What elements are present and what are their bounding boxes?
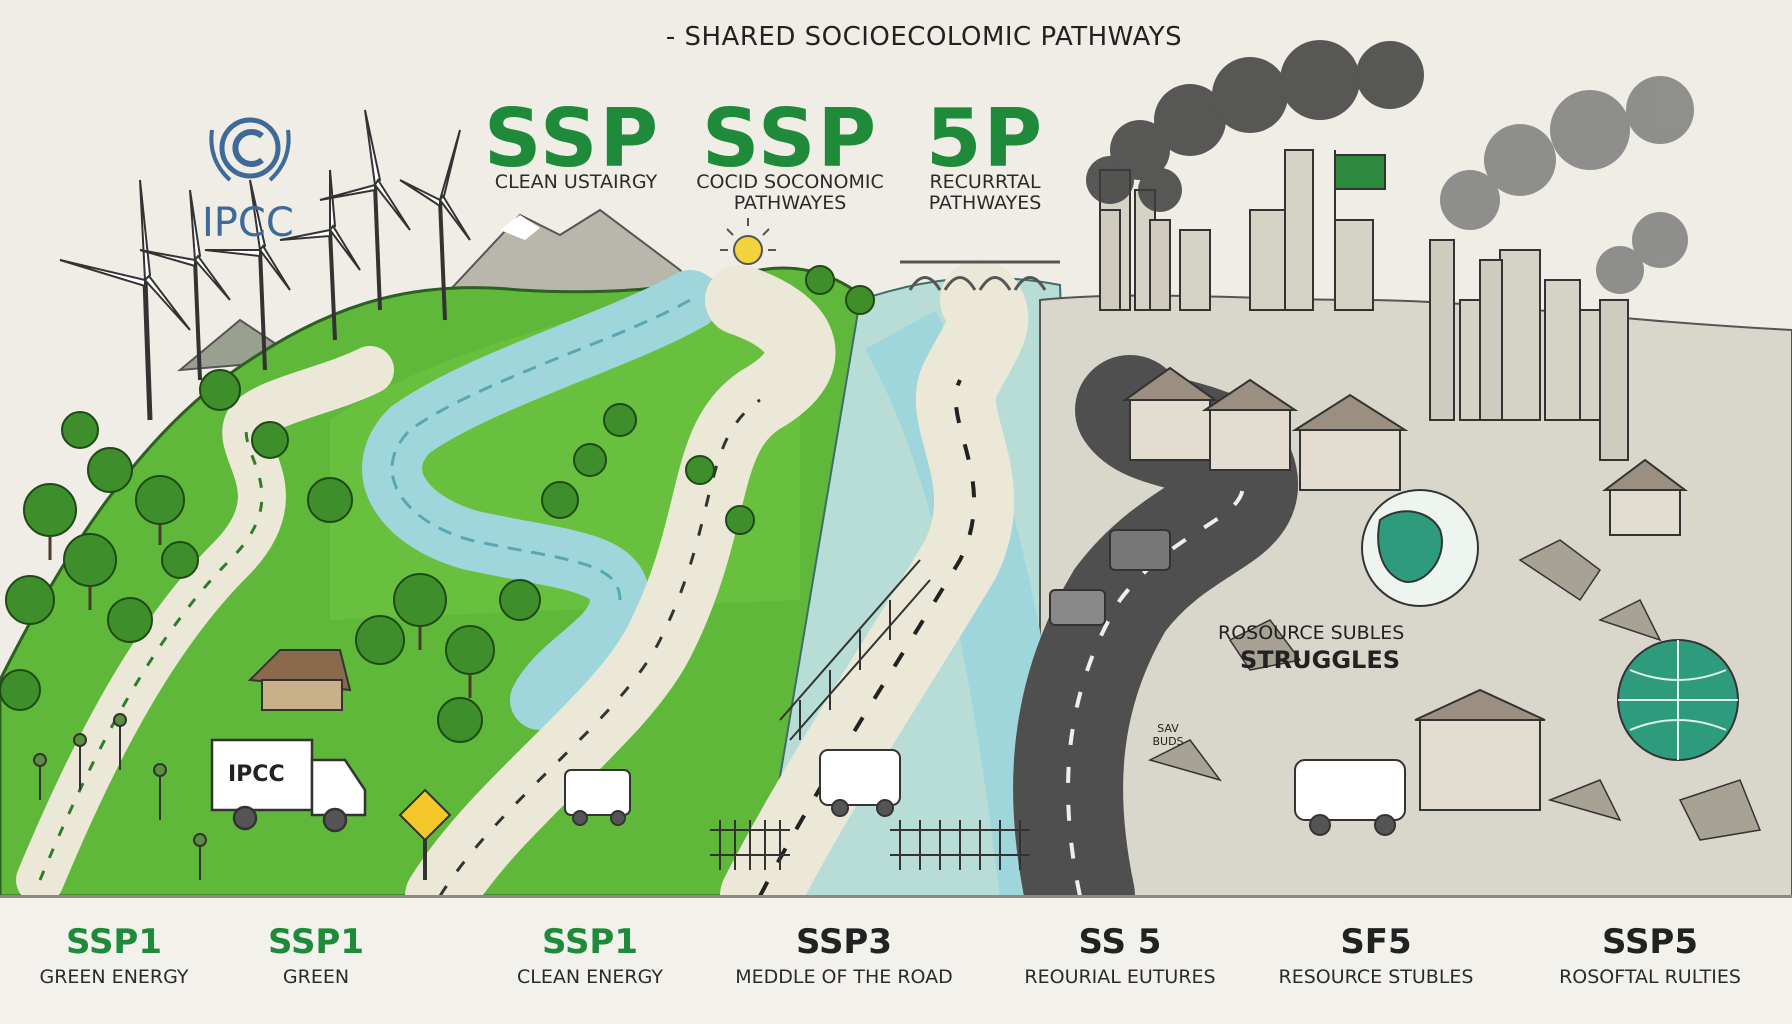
headline-3-subtitle: RECURRTAL PATHWAYES bbox=[928, 171, 1042, 214]
sun-icon bbox=[720, 218, 776, 265]
pathway-description: REOURIAL EUTURES bbox=[1024, 966, 1216, 988]
hut bbox=[247, 649, 352, 711]
resource-label-line1: ROSOURCE SUBLES bbox=[1218, 622, 1405, 644]
rubble bbox=[1147, 539, 1762, 841]
smoke-plumes bbox=[1086, 40, 1424, 212]
pathway-code: SSP1 bbox=[267, 922, 365, 962]
pathway-code: SSP1 bbox=[65, 922, 163, 962]
resource-label-line2: STRUGGLES bbox=[1240, 646, 1400, 674]
un-wreath-emblem-icon bbox=[209, 117, 291, 182]
pathway-code: SSP5 bbox=[1601, 922, 1699, 962]
truck-label: IPCC bbox=[228, 762, 285, 787]
pathway-description: GREEN bbox=[282, 966, 350, 988]
globe-icon bbox=[1361, 489, 1739, 761]
fences bbox=[710, 559, 1030, 870]
pathway-description: MEDDLE OF THE ROAD bbox=[735, 966, 953, 988]
pathway-code: SSP3 bbox=[795, 922, 893, 962]
people bbox=[33, 713, 207, 880]
pathway-code: SSP1 bbox=[541, 922, 639, 962]
pathway-code: SF5 bbox=[1340, 922, 1412, 962]
headline-1: SSP bbox=[483, 92, 661, 185]
houses bbox=[1121, 366, 1688, 811]
small-sign-label: SAV BUDS bbox=[1152, 722, 1184, 748]
headline-1-subtitle: CLEAN USTAIRGY bbox=[494, 171, 658, 193]
pathway-description: ROSOFTAL RULTIES bbox=[1559, 966, 1741, 988]
vehicles bbox=[564, 529, 1406, 836]
flag-icon bbox=[1334, 150, 1386, 240]
headline-2: SSP bbox=[701, 92, 879, 185]
pathway-description: GREEN ENERGY bbox=[39, 966, 189, 988]
bridge bbox=[900, 260, 1060, 291]
pathway-code: SS 5 bbox=[1078, 922, 1162, 962]
page-title: - SHARED SOCIOECOLOMIC PATHWAYS bbox=[665, 22, 1183, 52]
ipcc-truck bbox=[210, 738, 367, 833]
ipcc-logo-text: IPCC bbox=[202, 200, 294, 246]
pathway-description: RESOURCE STUBLES bbox=[1278, 966, 1474, 988]
pathway-strip bbox=[0, 896, 1792, 1024]
pathway-description: CLEAN ENERGY bbox=[517, 966, 663, 988]
headline-3: 5P bbox=[925, 92, 1045, 185]
wind-turbines bbox=[59, 109, 471, 421]
headline-2-subtitle: COCID SOCONOMIC PATHWAYES bbox=[696, 171, 884, 214]
smokestacks bbox=[1099, 209, 1629, 461]
trees bbox=[0, 265, 875, 743]
warning-sign-icon bbox=[398, 788, 452, 880]
